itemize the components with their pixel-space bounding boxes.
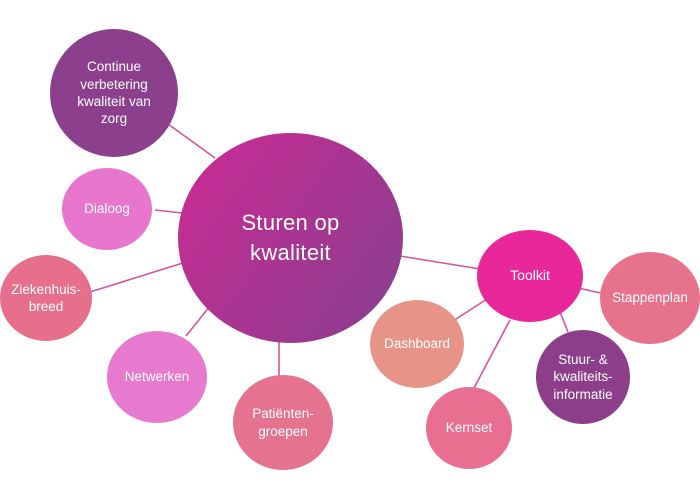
node-dashboard: Dashboard — [370, 300, 464, 388]
node-dialoog: Dialoog — [62, 168, 152, 250]
line-center-toolkit — [399, 255, 481, 270]
node-continue-verbetering-label: Continue verbetering kwaliteit van zorg — [77, 59, 151, 127]
line-toolkit-stuur — [559, 311, 569, 333]
node-patientengroepen: Patiënten- groepen — [233, 375, 333, 470]
node-netwerken-label: Netwerken — [124, 369, 190, 385]
node-kernset: Kernset — [426, 387, 512, 469]
node-stuur-kwaliteitsinformatie: Stuur- & kwaliteits- informatie — [536, 330, 630, 424]
line-center-dialoog — [154, 209, 183, 214]
node-dashboard-label: Dashboard — [383, 336, 451, 352]
line-toolkit-kernset — [473, 319, 511, 389]
node-sturen-op-kwaliteit: Sturen op kwaliteit — [178, 133, 403, 343]
line-center-netwerken — [185, 305, 211, 337]
node-kernset-label: Kernset — [445, 420, 493, 436]
node-sturen-op-kwaliteit-label: Sturen op kwaliteit — [241, 210, 340, 265]
node-ziekenhuisbreed: Ziekenhuis- breed — [0, 255, 92, 341]
node-toolkit-label: Toolkit — [510, 267, 550, 284]
node-stappenplan-label: Stappenplan — [612, 290, 688, 306]
node-patientengroepen-label: Patiënten- groepen — [252, 406, 314, 439]
node-stuur-kwaliteitsinformatie-label: Stuur- & kwaliteits- informatie — [553, 352, 613, 402]
line-center-ziekenhuis — [89, 261, 187, 293]
line-toolkit-dashboard — [452, 298, 488, 322]
node-stappenplan: Stappenplan — [600, 252, 700, 344]
node-ziekenhuisbreed-label: Ziekenhuis- breed — [11, 281, 81, 314]
node-netwerken: Netwerken — [107, 331, 207, 423]
node-dialoog-label: Dialoog — [84, 201, 130, 217]
line-center-continue — [167, 123, 216, 159]
node-toolkit: Toolkit — [477, 230, 583, 322]
node-continue-verbetering: Continue verbetering kwaliteit van zorg — [50, 29, 178, 157]
